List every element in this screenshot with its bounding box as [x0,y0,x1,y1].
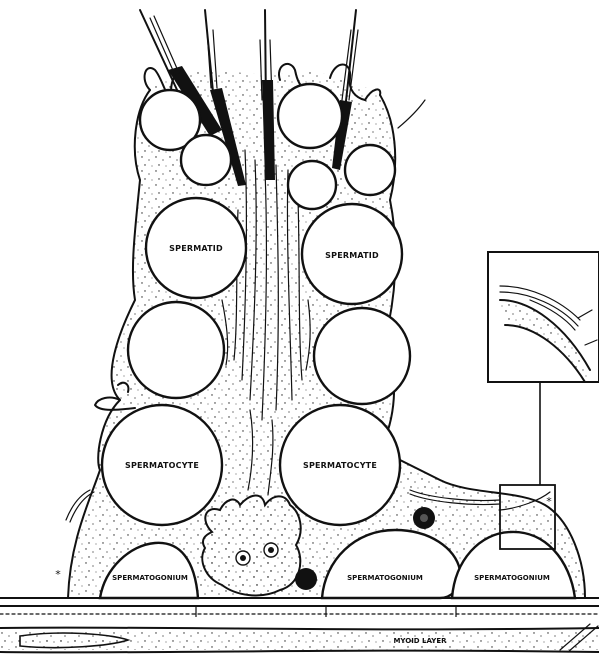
round-cell-3 [278,84,342,148]
spermatogonium-left-label: SPERMATOGONIUM [112,574,188,582]
myoid-layer: MYOID LAYER [0,624,599,652]
basal-lamina [0,598,599,617]
spermatocyte-right-label: SPERMATOCYTE [303,461,377,470]
round-cell-5 [345,145,395,195]
spermatogonium-right-label: SPERMATOGONIUM [474,574,550,582]
round-cell-4 [288,161,336,209]
round-cell-mid-left [128,302,224,398]
round-cell-mid-right [314,308,410,404]
asterisk-marker-right: * [546,495,552,508]
spermatid-left-label: SPERMATID [169,244,223,253]
spermatocyte-left-label: SPERMATOCYTE [125,461,199,470]
sertoli-nucleus [202,496,300,596]
round-cell-2 [181,135,231,185]
spermatid-right-label: SPERMATID [325,251,379,260]
spermatogonium-mid-label: SPERMATOGONIUM [347,574,423,582]
myoid-layer-label: MYOID LAYER [393,637,447,645]
asterisk-marker-left: * [55,568,61,581]
dark-inclusion-2 [295,568,317,590]
